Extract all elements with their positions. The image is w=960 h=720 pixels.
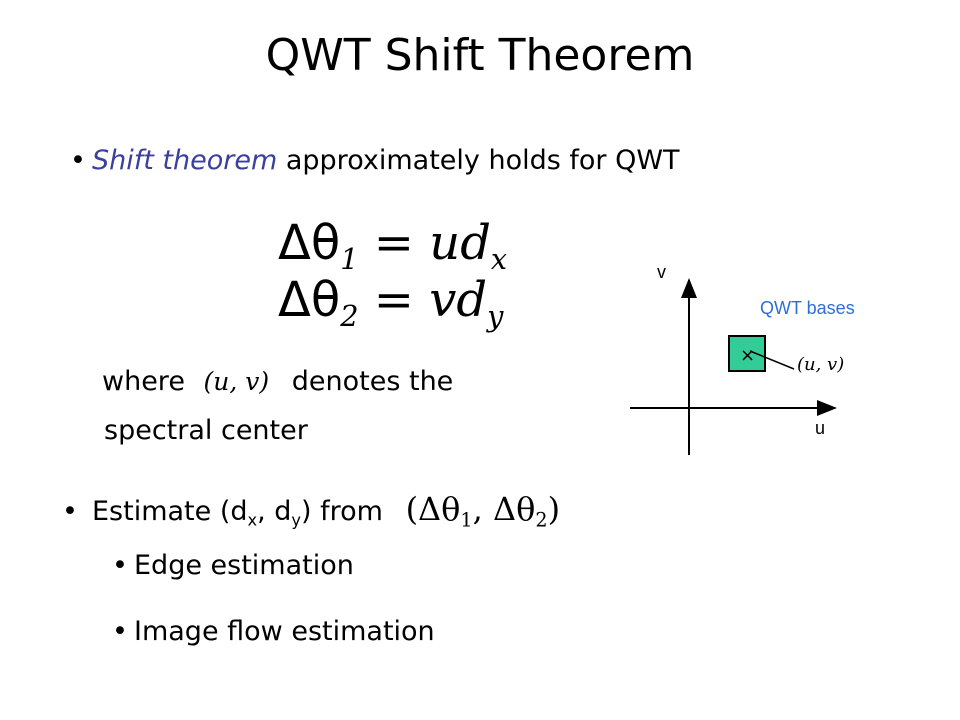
equation-theta2: Δθ2 = vdy [278,272,503,330]
estimate-sub-y: y [291,510,302,530]
denotes-text: denotes the [291,366,454,397]
math-open: (Δθ [405,490,461,528]
eq2-rhs: = vd [373,272,488,328]
sub-bullet-flow: •Image flow estimation [112,616,435,647]
math-sub2: 2 [535,508,548,532]
estimate-comma: , d [257,496,292,527]
eq1-rhs: = ud [373,215,491,271]
estimate-suffix: ) from [301,496,383,527]
spectral-diagram: × [630,278,837,455]
bullet-dot: • [70,145,86,176]
where-line: where (u, v) denotes the [102,366,453,397]
sub-bullet-label: Edge estimation [134,550,354,581]
eq1-lhs: Δθ [278,215,341,271]
delta-theta-pair: (Δθ1, Δθ2) [405,490,561,530]
uv-math: (u, v) [203,367,270,396]
qwt-bases-label: QWT bases [760,298,855,318]
uv-point-label: (u, v) [797,354,845,375]
eq2-rhs-sub: y [487,299,504,334]
eq1-sub: 1 [340,242,359,277]
bullet-dot: • [62,496,78,527]
shift-theorem-emphasis: Shift theorem [92,145,278,176]
bullet-dot: • [112,616,128,647]
eq1-rhs-sub: x [490,242,508,277]
spectral-center-text: spectral center [104,415,308,446]
math-close: ) [547,490,561,528]
bullet-dot: • [112,550,128,581]
eq2-lhs: Δθ [278,272,341,328]
equation-theta1: Δθ1 = udx [278,215,507,273]
bullet-estimate: • Estimate (dx, dy) from (Δθ1, Δθ2) [62,490,561,530]
slide-title: QWT Shift Theorem [265,30,695,81]
eq2-sub: 2 [340,299,359,334]
where-word: where [102,366,185,397]
cross-marker-icon: × [740,345,755,366]
sub-bullet-label: Image flow estimation [134,616,435,647]
sub-bullet-edge: •Edge estimation [112,550,354,581]
qwt-basis-box [728,335,766,372]
u-axis-label: u [815,418,826,438]
v-axis-label: v [657,262,666,282]
estimate-sub-x: x [247,510,258,530]
estimate-prefix: Estimate (d [92,496,248,527]
math-sub1: 1 [460,508,473,532]
math-mid: , Δθ [472,490,536,528]
pointer-line [749,350,795,370]
bullet1-text: approximately holds for QWT [277,145,680,176]
bullet-shift-theorem: •Shift theorem approximately holds for Q… [70,145,680,176]
